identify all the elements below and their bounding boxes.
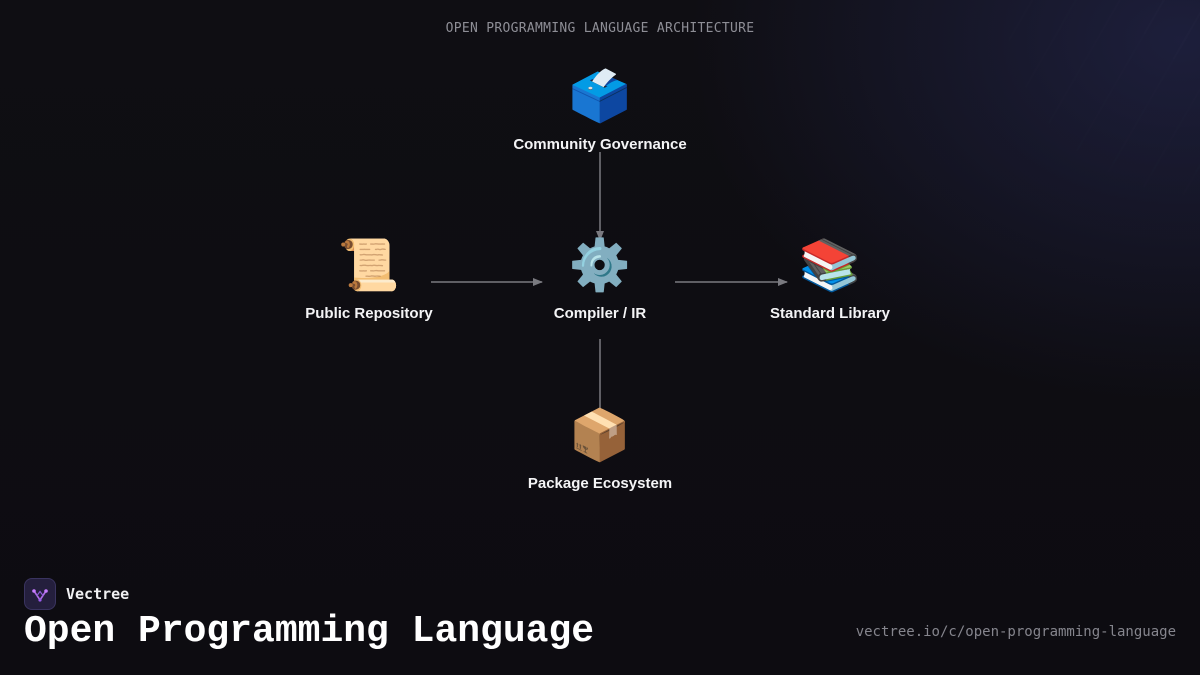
node-standard-library: 📚 Standard Library (710, 235, 950, 322)
node-label: Public Repository (305, 305, 433, 322)
brand: Vectree (24, 577, 129, 611)
background-rays (680, 0, 1200, 560)
page-title: Open Programming Language (24, 610, 595, 653)
gear-icon: ⚙️ (568, 236, 632, 294)
node-package-ecosystem: 📦 Package Ecosystem (480, 405, 720, 492)
diagram-subtitle: OPEN PROGRAMMING LANGUAGE ARCHITECTURE (445, 21, 755, 36)
node-community-governance: 🗳️ Community Governance (480, 66, 720, 153)
node-compiler-ir: ⚙️ Compiler / IR (480, 235, 720, 322)
page-url[interactable]: vectree.io/c/open-programming-language (855, 624, 1176, 640)
books-icon: 📚 (798, 236, 862, 294)
node-label: Compiler / IR (553, 305, 647, 322)
package-icon: 📦 (568, 406, 632, 464)
node-label: Standard Library (769, 305, 891, 322)
scroll-icon: 📜 (337, 236, 401, 294)
node-label: Package Ecosystem (527, 475, 673, 492)
node-public-repository: 📜 Public Repository (249, 235, 489, 322)
node-label: Community Governance (513, 136, 687, 153)
ballot-box-icon: 🗳️ (568, 67, 632, 125)
vectree-logo-icon (24, 578, 56, 610)
brand-name: Vectree (66, 585, 130, 603)
